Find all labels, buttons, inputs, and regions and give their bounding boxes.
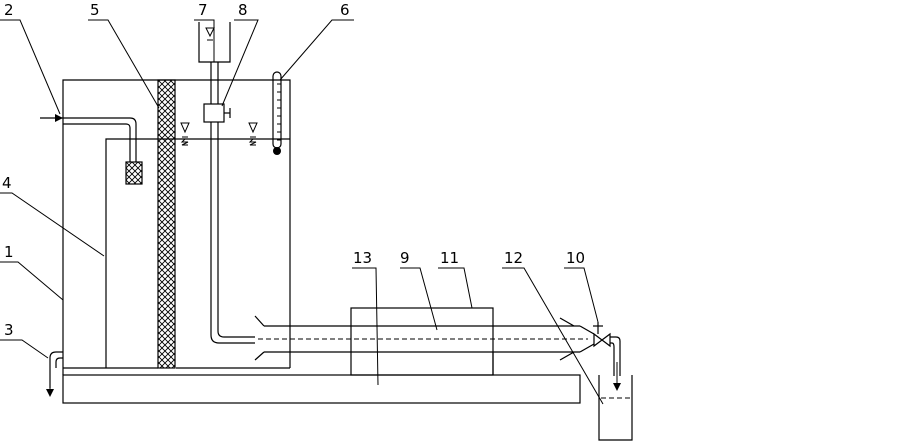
supply-tube-right <box>217 122 255 338</box>
filter-mesh-column <box>157 79 176 369</box>
inner-chamber <box>105 138 290 368</box>
outlet-pipe-inner <box>610 342 615 376</box>
inlet-pipe-top <box>40 117 137 162</box>
water-level-mark-2 <box>248 122 258 146</box>
supply-tube-left <box>210 122 255 344</box>
label-8: 8 <box>238 1 248 19</box>
outlet-pipe-outer <box>610 336 621 376</box>
label-1: 1 <box>4 243 14 261</box>
label-6: 6 <box>340 1 350 19</box>
label-9: 9 <box>400 249 410 267</box>
label-4: 4 <box>2 174 12 192</box>
drain-pipe-inner <box>55 357 63 368</box>
thermometer-bulb <box>273 147 281 155</box>
channel-inlet-flare-bottom <box>254 351 265 361</box>
channel-inlet-flare-top <box>254 315 265 327</box>
head-tank-level-mark <box>205 27 215 38</box>
label-7: 7 <box>198 1 208 19</box>
label-5: 5 <box>90 1 100 19</box>
flow-valve <box>203 103 225 123</box>
channel-outlet-flare-top <box>559 317 575 327</box>
channel-outlet-flare-bottom <box>559 351 575 361</box>
heating-jacket <box>350 307 494 376</box>
label-3: 3 <box>4 321 14 339</box>
label-13: 13 <box>353 249 372 267</box>
label-10: 10 <box>566 249 585 267</box>
channel-outlet-top <box>579 325 595 335</box>
label-11: 11 <box>440 249 459 267</box>
channel-outlet-bottom <box>579 343 595 353</box>
label-2: 2 <box>4 1 14 19</box>
leader-lines <box>0 19 604 405</box>
water-level-mark-1 <box>180 122 190 146</box>
base-plate <box>62 374 581 404</box>
inlet-pipe-bottom <box>63 123 131 162</box>
collection-vessel <box>598 375 633 441</box>
inlet-strainer <box>125 161 143 185</box>
outlet-valve-right <box>601 332 611 348</box>
label-12: 12 <box>504 249 523 267</box>
drain-pipe-outer <box>49 351 63 388</box>
outlet-valve-left <box>593 332 603 348</box>
thermometer-ticks <box>277 83 281 141</box>
thermometer-body <box>272 71 282 149</box>
